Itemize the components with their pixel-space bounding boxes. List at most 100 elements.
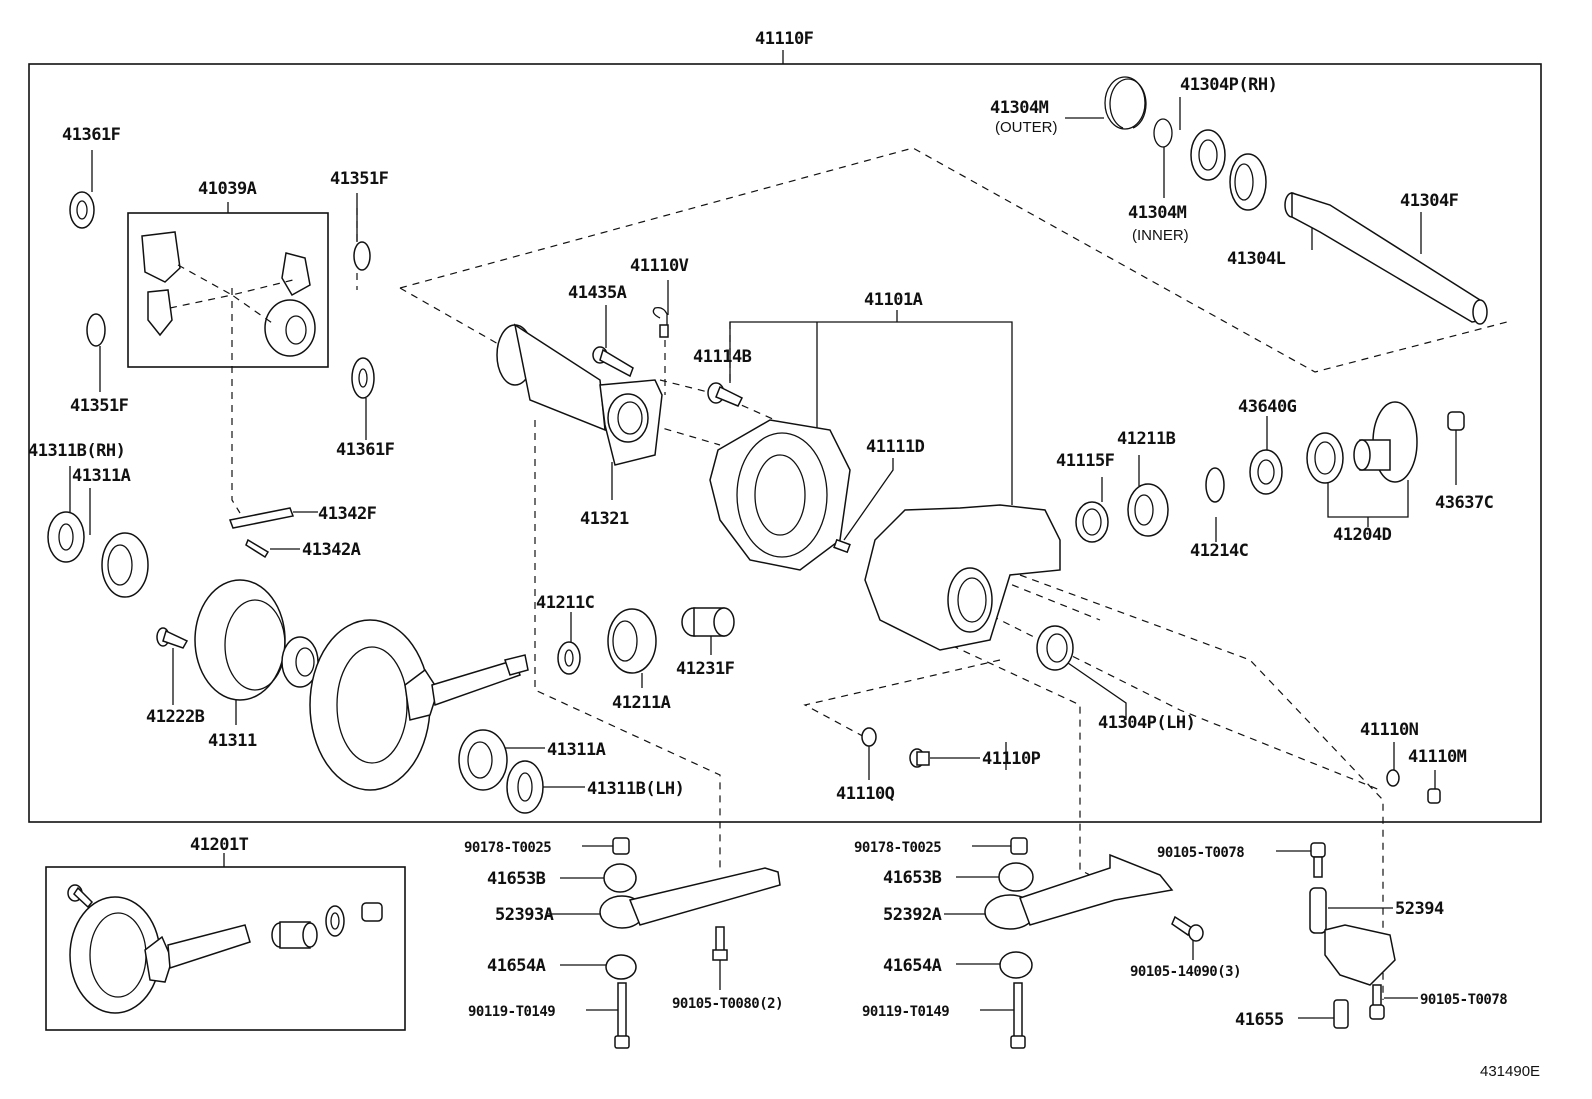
- washer-41214C[interactable]: [1205, 467, 1225, 542]
- cushion-41653B-left[interactable]: [560, 863, 637, 893]
- bolt-90105-14090[interactable]: [1171, 915, 1204, 960]
- label-41321[interactable]: 41321: [580, 509, 629, 529]
- label-41351F-left[interactable]: 41351F: [70, 396, 129, 416]
- label-41101A[interactable]: 41101A: [864, 290, 923, 310]
- thrust-washer-41351F-top[interactable]: [353, 193, 371, 271]
- carrier-housing[interactable]: [864, 504, 1061, 651]
- label-41655[interactable]: 41655: [1235, 1010, 1284, 1030]
- label-41204D[interactable]: 41204D: [1333, 525, 1392, 545]
- label-41214C[interactable]: 41214C: [1190, 541, 1249, 561]
- label-90105-T0078-bottom[interactable]: 90105-T0078: [1420, 992, 1508, 1008]
- label-41304F[interactable]: 41304F: [1400, 191, 1459, 211]
- snap-ring-41304M-inner[interactable]: [1153, 118, 1173, 198]
- arm-52393A[interactable]: [548, 867, 781, 929]
- breather-41110V[interactable]: [652, 280, 669, 338]
- seal-41304P-RH[interactable]: [1179, 97, 1226, 181]
- label-41111D[interactable]: 41111D: [866, 437, 925, 457]
- cushion-41653B-middle[interactable]: [956, 862, 1034, 892]
- label-41311B-LH[interactable]: 41311B(LH): [587, 779, 685, 799]
- nut-90178-T0025-middle[interactable]: [972, 837, 1028, 855]
- label-41110N[interactable]: 41110N: [1360, 720, 1419, 740]
- pin-41342A[interactable]: [245, 538, 300, 559]
- label-90105-T0078-top[interactable]: 90105-T0078: [1157, 845, 1245, 861]
- bolt-90105-T0078-top[interactable]: [1276, 842, 1326, 878]
- differential-case-41311[interactable]: [194, 579, 319, 725]
- label-90119-T0149-left[interactable]: 90119-T0149: [468, 1004, 556, 1020]
- snap-ring-41304M-outer[interactable]: [1065, 76, 1147, 130]
- bushing-41655[interactable]: [1298, 999, 1349, 1029]
- label-90119-T0149-middle[interactable]: 90119-T0149: [862, 1004, 950, 1020]
- label-41110M[interactable]: 41110M: [1408, 747, 1467, 767]
- label-41311A-left[interactable]: 41311A: [72, 466, 131, 486]
- label-41201T[interactable]: 41201T: [190, 835, 249, 855]
- thrust-washer-41361F-mid[interactable]: [351, 357, 375, 440]
- bearing-41311A-left[interactable]: [89, 488, 149, 598]
- label-41231F[interactable]: 41231F: [676, 659, 735, 679]
- shaft-41304F[interactable]: [1284, 191, 1488, 325]
- label-41342A[interactable]: 41342A: [302, 540, 361, 560]
- label-41361F-top[interactable]: 41361F: [62, 125, 121, 145]
- label-41653B-left[interactable]: 41653B: [487, 869, 546, 889]
- label-90105-T0080[interactable]: 90105-T0080(2): [672, 996, 784, 1012]
- label-90178-T0025-left[interactable]: 90178-T0025: [464, 840, 552, 856]
- label-43637C[interactable]: 43637C: [1435, 493, 1494, 513]
- bolt-41222B[interactable]: [156, 627, 189, 705]
- gasket-41110N[interactable]: [1005, 742, 1400, 787]
- label-41351F-top[interactable]: 41351F: [330, 169, 389, 189]
- label-41654A-left[interactable]: 41654A: [487, 956, 546, 976]
- label-41110V[interactable]: 41110V: [630, 256, 689, 276]
- seal-41304P-LH[interactable]: [1036, 625, 1127, 720]
- seal-43640G[interactable]: [1249, 416, 1283, 495]
- label-41304P-RH[interactable]: 41304P(RH): [1180, 75, 1278, 95]
- label-41653B-middle[interactable]: 41653B: [883, 868, 942, 888]
- label-90105-14090[interactable]: 90105-14090(3): [1130, 964, 1242, 980]
- plug-41110P[interactable]: [909, 748, 980, 768]
- label-41110Q[interactable]: 41110Q: [836, 784, 895, 804]
- label-52392A[interactable]: 52392A: [883, 905, 942, 925]
- label-41114B[interactable]: 41114B: [693, 347, 752, 367]
- pin-41342F[interactable]: [228, 507, 318, 529]
- thrust-washer-41361F-top[interactable]: [69, 150, 95, 229]
- cushion-41654A-left[interactable]: [560, 954, 637, 980]
- label-41342F[interactable]: 41342F: [318, 504, 377, 524]
- flange-41204D[interactable]: [1306, 401, 1418, 527]
- label-41311[interactable]: 41311: [208, 731, 257, 751]
- label-41110P[interactable]: 41110P: [982, 749, 1041, 769]
- gasket-41110Q[interactable]: [861, 727, 877, 780]
- shim-41311B-LH[interactable]: [506, 760, 585, 814]
- bolt-41435A[interactable]: [592, 305, 634, 378]
- carrier-cover[interactable]: [709, 419, 851, 571]
- bolt-90119-T0149-middle[interactable]: [980, 982, 1026, 1049]
- label-41115F[interactable]: 41115F: [1056, 451, 1115, 471]
- label-41654A-middle[interactable]: 41654A: [883, 956, 942, 976]
- label-41211B[interactable]: 41211B: [1117, 429, 1176, 449]
- bearing-41304L[interactable]: [1229, 153, 1313, 250]
- bearing-41211A[interactable]: [607, 608, 657, 688]
- tube-41321[interactable]: [496, 323, 663, 500]
- label-41039A[interactable]: 41039A: [198, 179, 257, 199]
- bracket-52394[interactable]: [1309, 887, 1396, 986]
- cushion-41654A-middle[interactable]: [956, 951, 1033, 979]
- label-41304M-inner[interactable]: 41304M: [1128, 203, 1187, 223]
- label-43640G[interactable]: 43640G: [1238, 397, 1297, 417]
- label-52394[interactable]: 52394: [1395, 899, 1444, 919]
- assembly-label-41110F[interactable]: 41110F: [755, 29, 814, 49]
- label-41304L[interactable]: 41304L: [1227, 249, 1286, 269]
- label-41435A[interactable]: 41435A: [568, 283, 627, 303]
- label-41304P-LH[interactable]: 41304P(LH): [1098, 713, 1196, 733]
- label-41304M-outer[interactable]: 41304M: [990, 98, 1049, 118]
- label-41311A-lower[interactable]: 41311A: [547, 740, 606, 760]
- arm-52392A[interactable]: [944, 853, 1174, 930]
- bolt-90119-T0149-left[interactable]: [586, 982, 630, 1049]
- shim-41311B-RH[interactable]: [47, 466, 85, 563]
- label-41222B[interactable]: 41222B: [146, 707, 205, 727]
- label-41361F-mid[interactable]: 41361F: [336, 440, 395, 460]
- bearing-41311A-lower[interactable]: [458, 729, 545, 791]
- label-90178-T0025-middle[interactable]: 90178-T0025: [854, 840, 942, 856]
- stud-90105-T0080[interactable]: [712, 926, 728, 990]
- seal-41115F[interactable]: [1075, 477, 1109, 543]
- label-41211C[interactable]: 41211C: [536, 593, 595, 613]
- label-41311B-RH[interactable]: 41311B(RH): [28, 441, 126, 461]
- nut-90178-T0025-left[interactable]: [582, 837, 630, 855]
- bearing-41211B[interactable]: [1127, 455, 1169, 537]
